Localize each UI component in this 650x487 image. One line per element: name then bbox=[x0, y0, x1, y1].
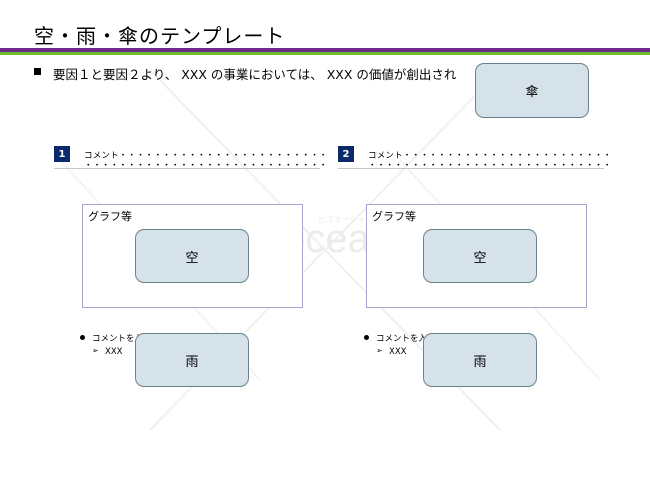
panel-divider bbox=[54, 168, 320, 169]
rain-callout[interactable]: 雨 bbox=[423, 333, 537, 387]
panel-comment-line1: コメント・・・・・・・・・・・・・・・・・・・・・・・・ bbox=[84, 151, 328, 161]
sky-label: 空 bbox=[185, 250, 199, 266]
rain-label: 雨 bbox=[473, 354, 487, 370]
sub-bullet-text: XXX bbox=[105, 347, 123, 357]
sky-label: 空 bbox=[473, 250, 487, 266]
rain-label: 雨 bbox=[185, 354, 199, 370]
umbrella-label: 傘 bbox=[525, 85, 539, 100]
graph-label: グラフ等 bbox=[372, 210, 416, 223]
sky-callout[interactable]: 空 bbox=[423, 229, 537, 283]
page-title: 空・雨・傘のテンプレート bbox=[34, 24, 286, 48]
graph-label: グラフ等 bbox=[88, 210, 132, 223]
title-rule-purple bbox=[0, 48, 650, 52]
sky-callout[interactable]: 空 bbox=[135, 229, 249, 283]
bullet-text: コメントを入 bbox=[92, 334, 144, 344]
rain-callout[interactable]: 雨 bbox=[135, 333, 249, 387]
umbrella-callout[interactable]: 傘 bbox=[475, 63, 589, 118]
square-bullet-icon bbox=[34, 68, 41, 75]
sub-bullet-text: XXX bbox=[389, 347, 407, 357]
panel-divider bbox=[338, 168, 604, 169]
panel-comment-line2: ・・・・・・・・・・・・・・・・・・・・・・・・・・・・ bbox=[84, 161, 328, 171]
sub-bullet-arrow-icon: ➢ bbox=[92, 346, 99, 355]
title-rule-green bbox=[0, 52, 650, 55]
bullet-text: コメントを入 bbox=[376, 334, 428, 344]
sub-bullet-arrow-icon: ➢ bbox=[376, 346, 383, 355]
panel-comment-line1: コメント・・・・・・・・・・・・・・・・・・・・・・・・ bbox=[368, 151, 612, 161]
lead-text: 要因１と要因２より、 XXX の事業においては、 XXX の価値が創出され bbox=[53, 67, 457, 82]
panel-comment-line2: ・・・・・・・・・・・・・・・・・・・・・・・・・・・・ bbox=[368, 161, 612, 171]
panel-number-badge: 1 bbox=[54, 146, 70, 162]
panel-number-badge: 2 bbox=[338, 146, 354, 162]
bullet-dot-icon bbox=[80, 335, 85, 340]
bullet-dot-icon bbox=[364, 335, 369, 340]
